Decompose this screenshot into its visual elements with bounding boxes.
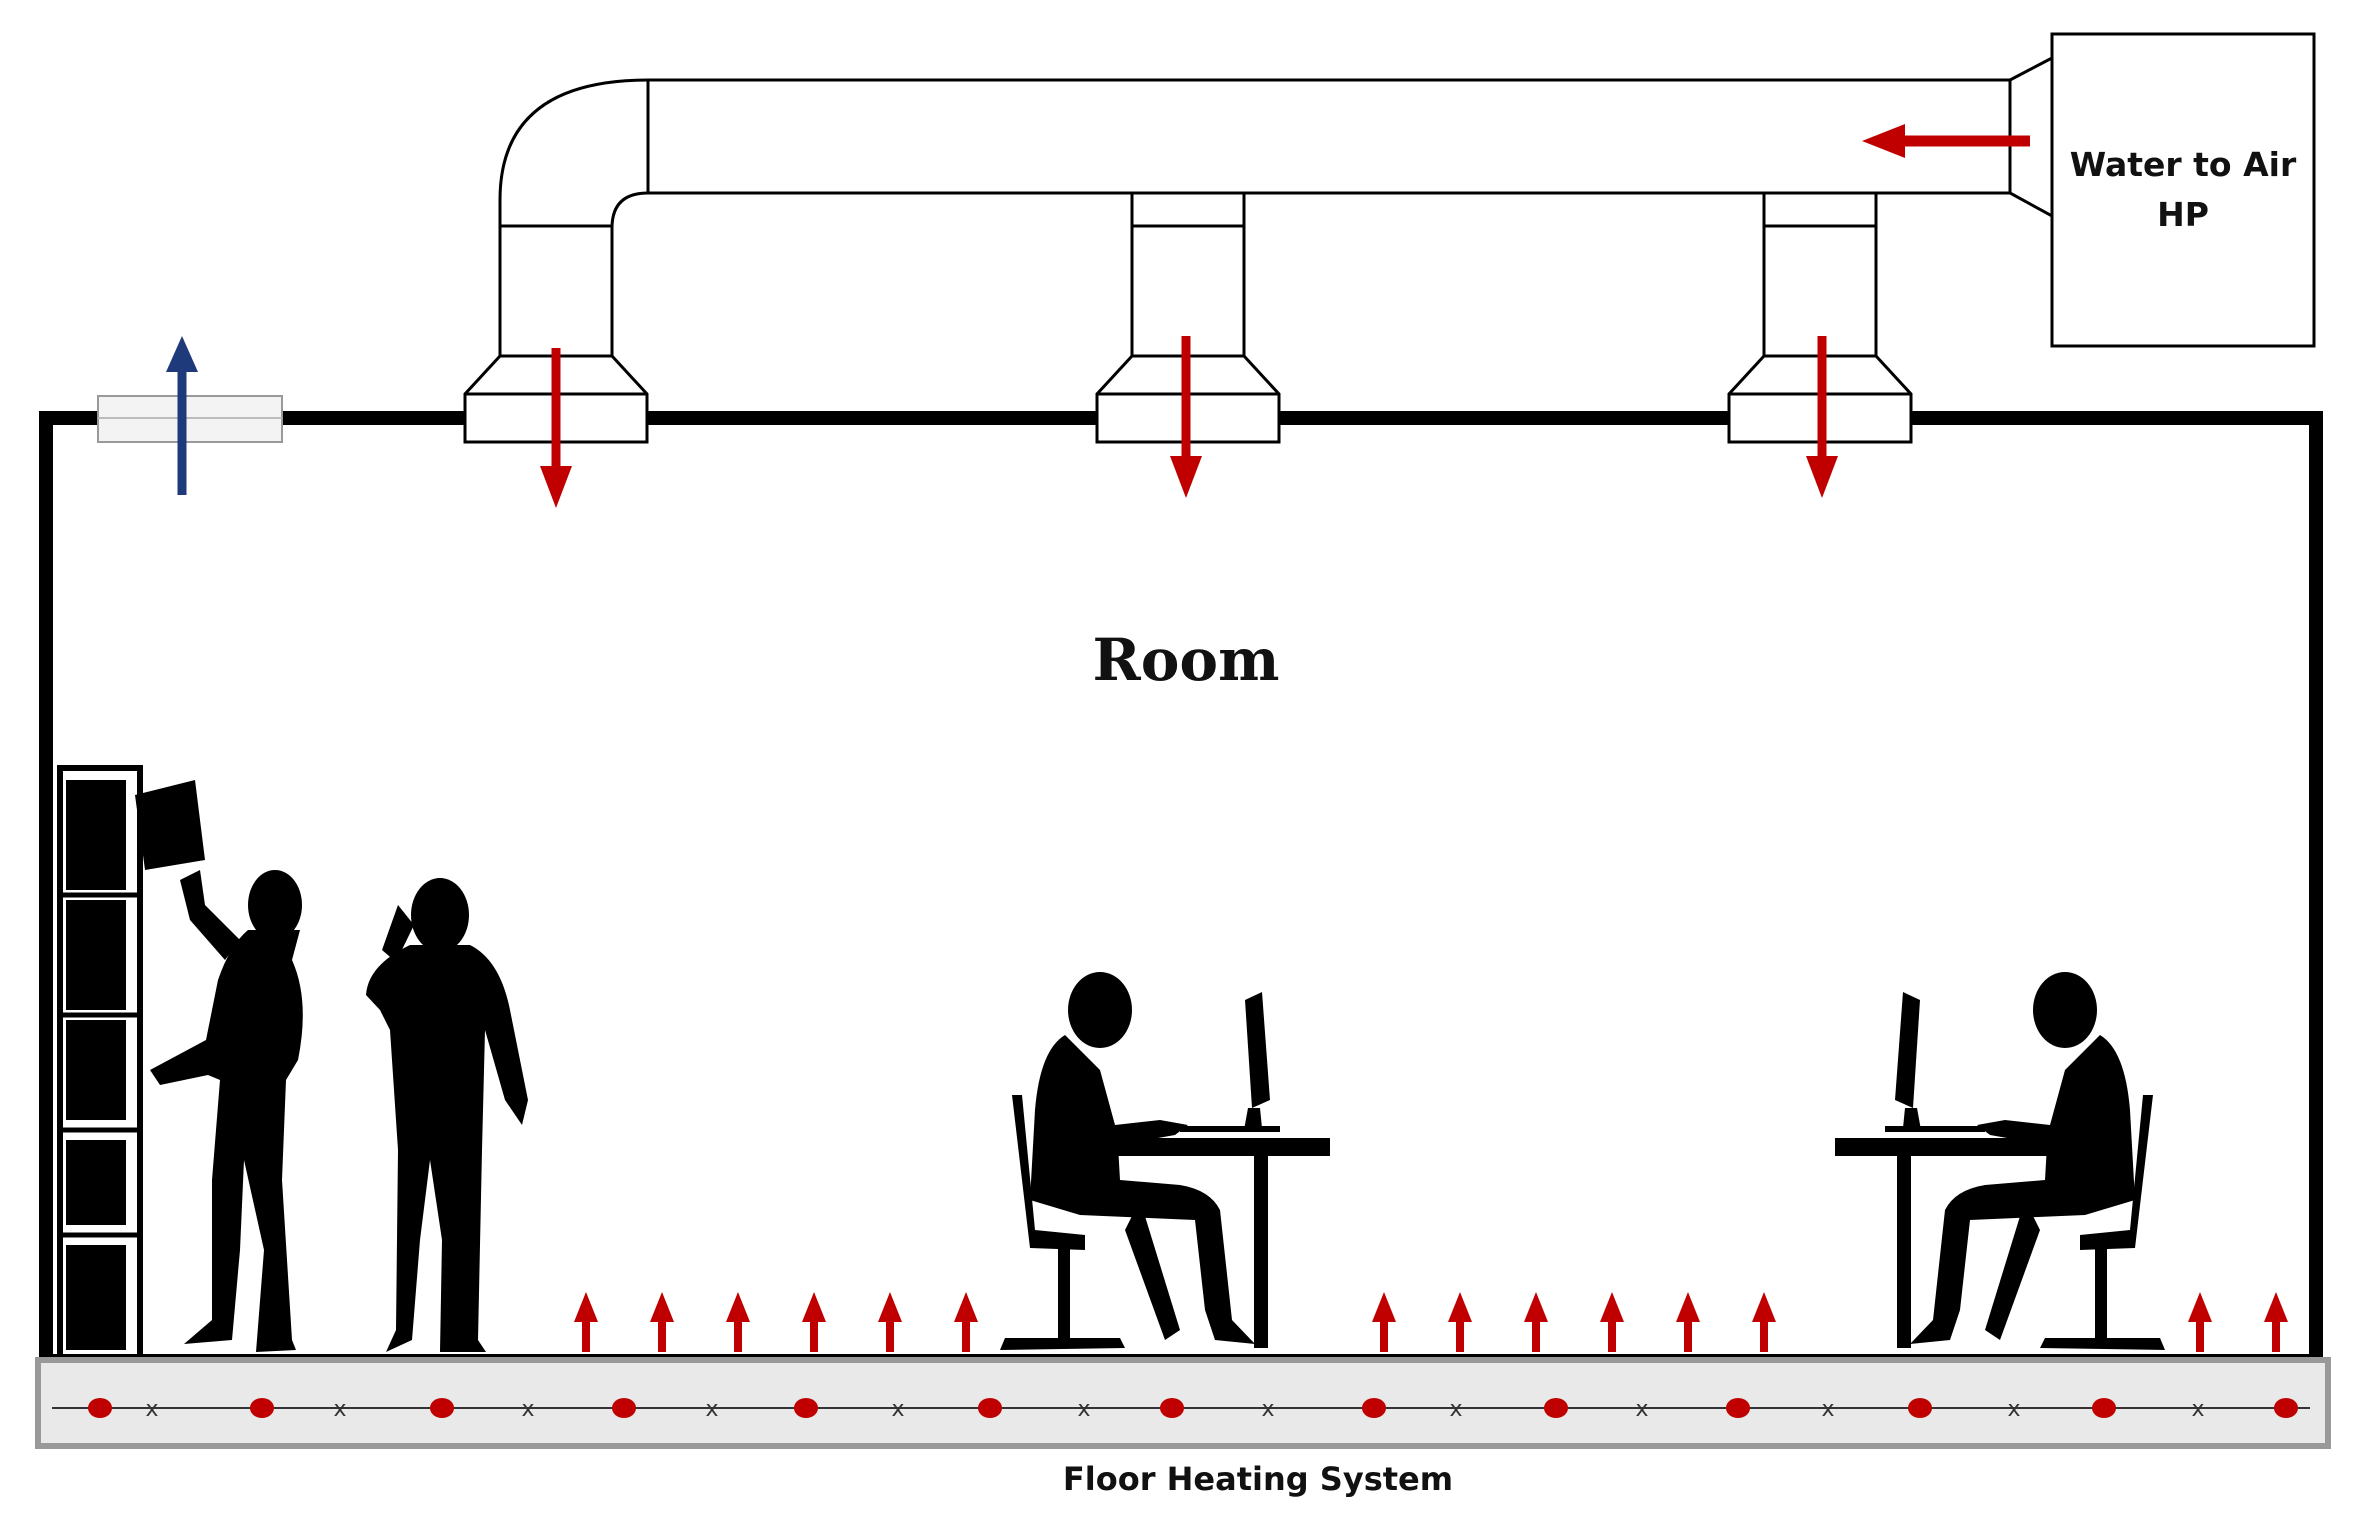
diffuser-arrow-2 [1170,336,1202,498]
pipe-dot-marker [1160,1398,1184,1418]
seated-worker-left-icon [1000,972,1330,1350]
branch-duct-3 [1762,191,1878,358]
pipe-x-marker: x [521,1397,534,1422]
heat-pump-label-line1: Water to Air [2070,145,2297,184]
pipe-x-marker: x [333,1397,346,1422]
floor-heat-arrow [1752,1292,1776,1352]
pipe-dot-marker [1908,1398,1932,1418]
floor-heat-arrow [954,1292,978,1352]
pipe-dot-marker [430,1398,454,1418]
floor-heat-arrows [574,1292,2288,1352]
floor-heat-arrow [1600,1292,1624,1352]
pipe-x-marker: x [705,1397,718,1422]
pipe-dot-marker [88,1398,112,1418]
floor-heat-arrow [1448,1292,1472,1352]
main-duct [498,78,2012,230]
pipe-dot-marker [250,1398,274,1418]
floor-heat-arrow [1524,1292,1548,1352]
pipe-x-marker: x [891,1397,904,1422]
pipe-dot-marker [2092,1398,2116,1418]
floor-heat-arrow [878,1292,902,1352]
room-label: Room [1093,626,1280,694]
floor-heat-arrow [2264,1292,2288,1352]
pipe-dot-marker [1362,1398,1386,1418]
pipe-x-marker: x [1449,1397,1462,1422]
supply-arrow-duct [1862,124,2030,158]
floor-heat-arrow [2188,1292,2212,1352]
room-walls [39,411,2323,1360]
floor-heat-arrow [1676,1292,1700,1352]
pipe-dot-marker [1726,1398,1750,1418]
branch-duct-2 [1130,191,1246,358]
branch-duct-1 [498,224,614,358]
floor-heat-arrow [726,1292,750,1352]
heat-pump-box [2050,32,2316,348]
pipe-x-marker: x [2191,1397,2204,1422]
pipe-dot-marker [612,1398,636,1418]
pipe-x-marker: x [2007,1397,2020,1422]
pipe-x-marker: x [1635,1397,1648,1422]
floor-slab [35,1357,2331,1449]
pipe-x-marker: x [1261,1397,1274,1422]
floor-label: Floor Heating System [1063,1460,1453,1498]
pipe-dot-marker [2274,1398,2298,1418]
duct-system [463,55,2054,444]
floor-heat-arrow [574,1292,598,1352]
pipe-dot-marker [978,1398,1002,1418]
diffuser-arrow-3 [1806,336,1838,498]
pipe-x-marker: x [1821,1397,1834,1422]
exhaust-arrow [166,336,198,495]
floor-heat-arrow [650,1292,674,1352]
floor-heat-arrow [1372,1292,1396,1352]
pipe-x-marker: x [145,1397,158,1422]
person-on-phone-icon [366,878,528,1352]
floor-heat-arrow [802,1292,826,1352]
seated-worker-right-icon [1835,972,2165,1350]
heat-pump-label-line2: HP [2157,195,2209,234]
pipe-dot-marker [794,1398,818,1418]
person-reaching-shelf-icon [150,870,303,1352]
pipe-x-marker: x [1077,1397,1090,1422]
pipe-dot-marker [1544,1398,1568,1418]
diffuser-arrow-1 [540,348,572,508]
